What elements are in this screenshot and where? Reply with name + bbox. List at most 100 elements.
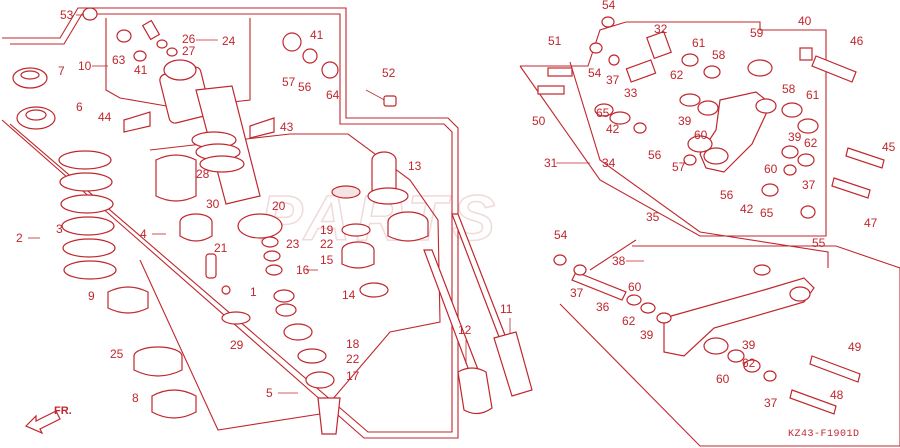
bolt-52-icon [365,89,397,107]
callout-51: 51 [548,34,562,48]
callout-19: 19 [320,223,334,237]
callout-57-right: 57 [672,160,686,174]
callout-39-bottom-right: 39 [742,338,756,352]
callout-6: 6 [76,100,83,114]
rocker-arm-icon [683,91,777,173]
callout-61-top: 61 [692,36,706,50]
callout-3: 3 [56,222,63,236]
callout-61-right: 61 [806,88,820,102]
linkage-upper-parts-icon [537,16,885,219]
callout-38: 38 [612,254,626,268]
rod-assembly-icon [179,213,341,435]
callout-30: 30 [206,197,220,211]
callout-41-left: 41 [134,63,148,77]
callout-54-bottom: 54 [554,228,568,242]
callout-60-bottom-right: 60 [716,372,730,386]
callout-37-right: 37 [802,178,816,192]
callout-13: 13 [408,159,422,173]
small-parts-top-icon [116,19,339,79]
callout-42-right: 42 [740,202,754,216]
callout-25: 25 [110,347,124,361]
callout-37-bottom-left: 37 [570,286,584,300]
callout-56: 56 [298,80,312,94]
callout-60-right: 60 [764,162,778,176]
callout-62-top: 62 [670,68,684,82]
callout-57: 57 [282,75,296,89]
callout-46: 46 [850,34,864,48]
callout-11: 11 [500,302,513,316]
callout-63: 63 [112,53,126,67]
callout-65-top: 65 [596,106,610,120]
callout-52: 52 [382,66,396,80]
seat-9-icon [107,286,149,314]
callout-42-top: 42 [606,122,620,136]
callout-39-top: 39 [678,114,692,128]
callout-21: 21 [214,241,228,255]
callout-15: 15 [320,253,334,267]
adjuster-rod-11-icon [451,213,533,397]
callout-1: 1 [250,285,257,299]
callout-56-right: 56 [720,188,734,202]
callout-2: 2 [16,231,23,245]
callout-33: 33 [624,86,638,100]
callout-10: 10 [78,59,92,73]
callout-22-top: 22 [320,237,334,251]
callout-40: 40 [798,14,812,28]
callout-41-right: 41 [310,28,324,42]
callout-60-top: 60 [694,128,708,142]
callout-35: 35 [646,210,660,224]
callout-43: 43 [280,120,294,134]
callout-14: 14 [342,288,356,302]
callout-45: 45 [882,140,896,154]
callout-54-mid: 54 [588,66,602,80]
shield-43-icon [249,117,275,139]
callout-64: 64 [326,88,340,102]
callout-47: 47 [864,216,878,230]
callout-28: 28 [196,167,210,181]
callout-48: 48 [830,388,844,402]
callout-55: 55 [812,236,826,250]
linkage-frame [519,21,900,447]
callout-39-bottom-left: 39 [640,328,654,342]
callout-62-bottom-left: 62 [622,314,636,328]
callout-20: 20 [272,199,286,213]
callout-37-bottom-right: 37 [764,396,778,410]
direction-label: FR. [54,405,72,417]
collar-25-icon [133,346,183,377]
diagram-code: KZ43-F1901D [788,429,860,440]
callout-18: 18 [346,337,360,351]
callout-22-bottom: 22 [346,352,360,366]
callout-27: 27 [182,44,196,58]
nut-53-icon [82,7,98,21]
callout-36: 36 [596,300,610,314]
fr-arrow-icon [24,410,61,435]
connecting-rod-icon [553,254,861,415]
callout-7: 7 [58,64,65,78]
callout-17: 17 [346,369,360,383]
callout-65-right: 65 [760,206,774,220]
shield-44-icon [123,111,151,133]
callout-59: 59 [750,26,764,40]
callout-62-bottom-right: 62 [742,356,756,370]
bump-rubber-28-icon [155,154,197,202]
damper-rod-12-icon [423,249,493,415]
callout-29: 29 [230,338,244,352]
callout-37-top: 37 [606,73,620,87]
callout-5: 5 [266,386,273,400]
callout-4: 4 [140,227,147,241]
callout-12: 12 [458,323,472,337]
callout-23: 23 [286,237,300,251]
callout-9: 9 [88,289,95,303]
callout-49: 49 [848,340,862,354]
callout-34: 34 [602,156,616,170]
spring-3-icon [58,150,117,280]
callout-32: 32 [654,22,668,36]
callout-39-right: 39 [788,130,802,144]
callout-8: 8 [132,391,139,405]
callout-62-right: 62 [804,136,818,150]
callout-31: 31 [544,156,558,170]
callout-60-bottom-left: 60 [628,280,642,294]
spring-nut-7-icon [12,67,48,89]
callout-16: 16 [296,263,310,277]
